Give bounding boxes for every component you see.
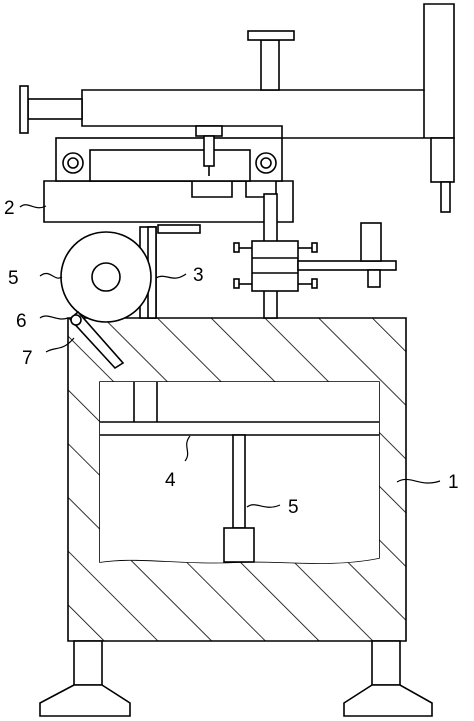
label-1: 1: [448, 472, 459, 493]
bearing-rail: [55, 137, 283, 182]
grinding-wheel: [60, 231, 152, 323]
label-6: 6: [16, 311, 27, 332]
right-actuator: [430, 137, 455, 213]
label-5-wheel: 5: [8, 268, 19, 289]
leader-lines: [19, 204, 441, 508]
top-beam: [19, 3, 455, 139]
label-2: 2: [4, 198, 15, 219]
clamp-assembly: [233, 193, 397, 319]
right-foot: [343, 640, 433, 717]
lever-arm: [68, 310, 125, 370]
adjustment-screw: [195, 125, 223, 176]
piston-chamber: [100, 382, 379, 563]
label-5-piston: 5: [288, 497, 299, 518]
label-4: 4: [165, 470, 176, 491]
carriage-block: [43, 180, 294, 223]
left-foot: [39, 640, 131, 717]
label-3: 3: [193, 265, 204, 286]
label-7: 7: [22, 348, 33, 369]
